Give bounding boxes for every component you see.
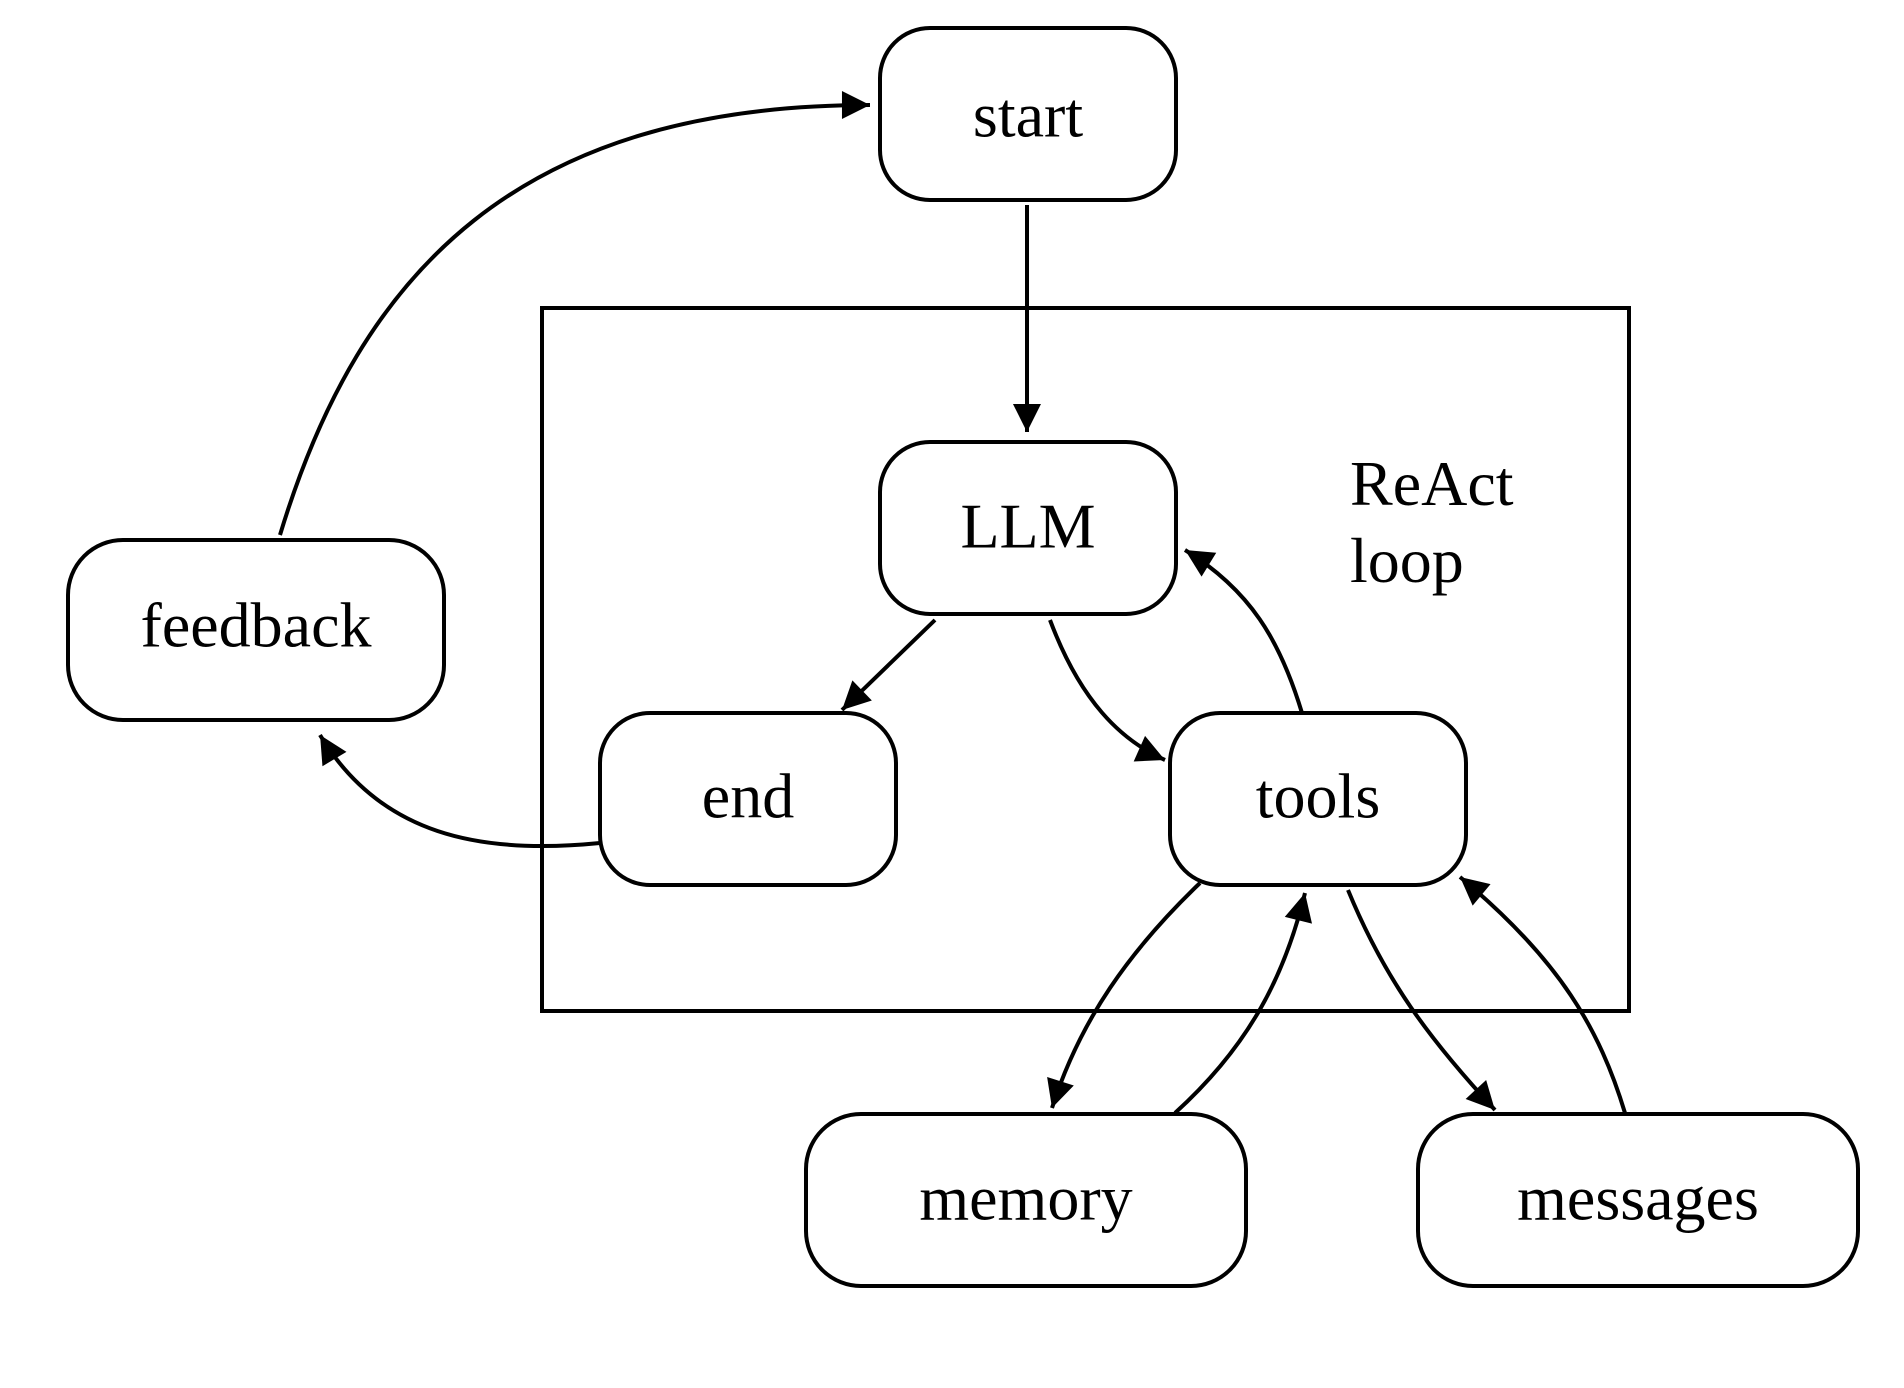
react-loop-group <box>540 306 1631 1013</box>
node-llm: LLM <box>878 440 1178 616</box>
edge-feedback-to-start <box>278 91 871 536</box>
node-start: start <box>878 26 1178 202</box>
node-end-label: end <box>702 761 794 832</box>
edge-tools-to-memory <box>1047 881 1202 1109</box>
node-messages: messages <box>1416 1112 1860 1288</box>
edge-messages-to-tools <box>1458 875 1627 1114</box>
node-tools: tools <box>1168 711 1468 887</box>
node-feedback: feedback <box>66 538 446 722</box>
node-llm-label: LLM <box>960 491 1095 562</box>
node-start-label: start <box>973 80 1083 151</box>
node-messages-label: messages <box>1517 1163 1759 1234</box>
node-end: end <box>598 711 898 887</box>
group-label-line1: ReAct <box>1350 448 1514 519</box>
node-memory: memory <box>804 1112 1248 1288</box>
edge-tools-to-messages <box>1346 889 1497 1112</box>
edge-tools-to-llm <box>1183 548 1304 714</box>
edge-llm-to-tools <box>1048 619 1166 762</box>
node-feedback-label: feedback <box>141 590 372 661</box>
node-memory-label: memory <box>919 1163 1132 1234</box>
group-label-line2: loop <box>1350 525 1464 596</box>
edge-memory-to-tools <box>1173 892 1312 1115</box>
edge-end-to-feedback <box>318 733 601 849</box>
node-tools-label: tools <box>1256 761 1380 832</box>
edge-llm-to-end <box>840 618 937 712</box>
